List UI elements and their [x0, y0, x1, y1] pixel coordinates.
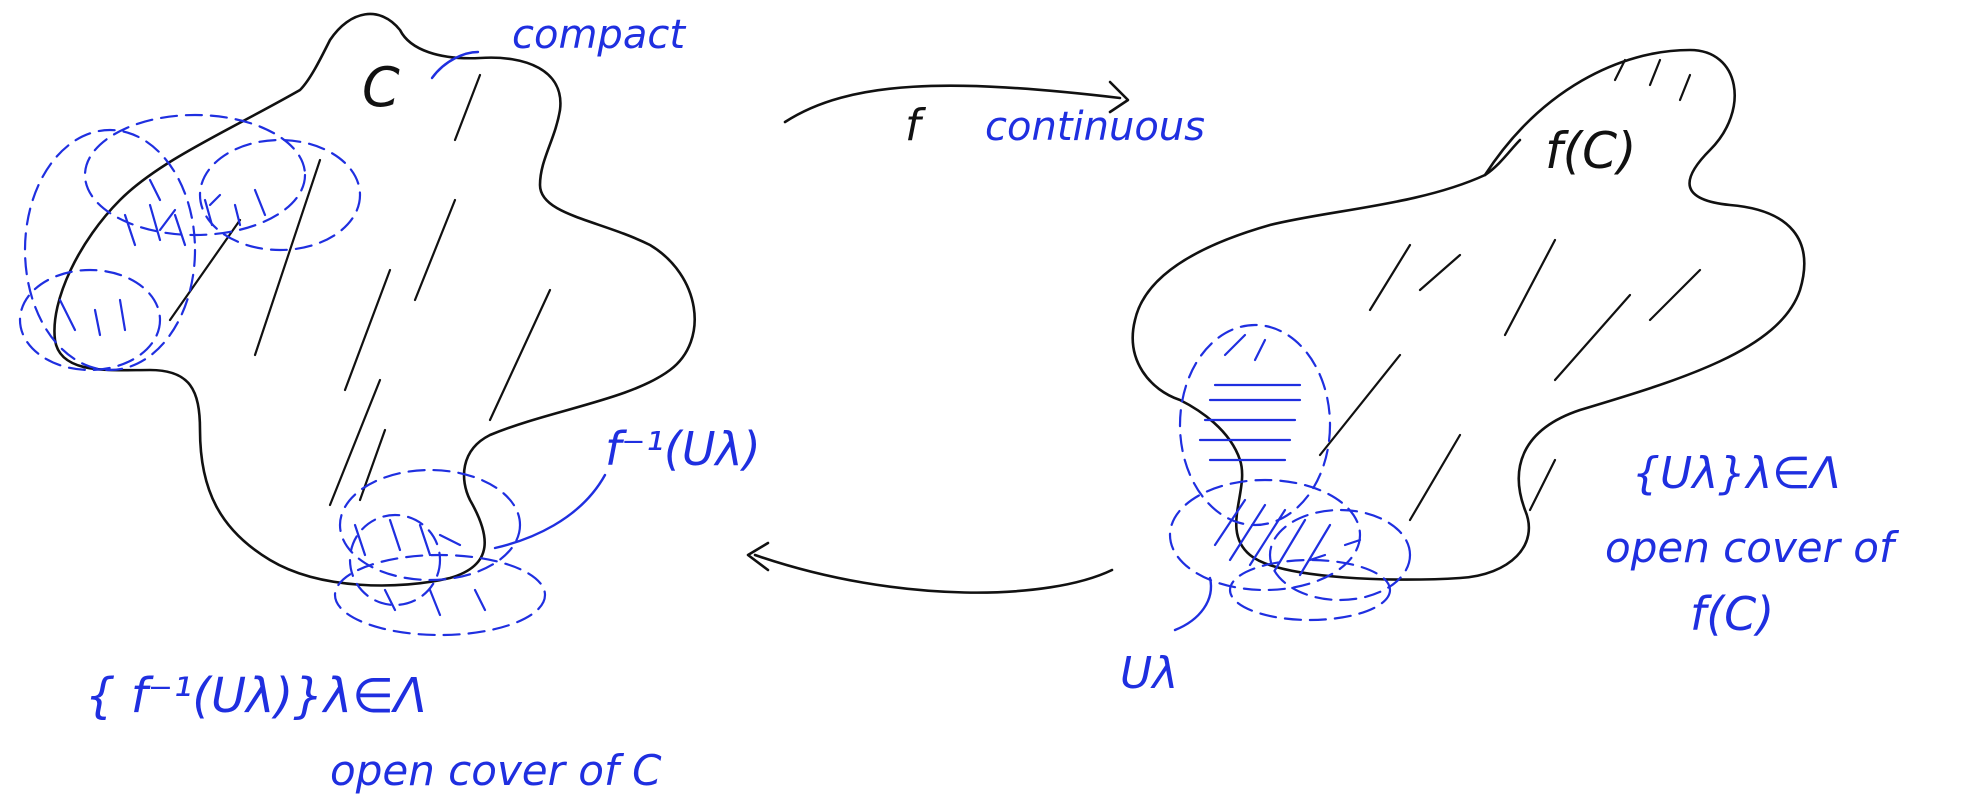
set-c-outline [53, 12, 696, 587]
left-open-sets-lower [333, 468, 547, 637]
cover-fc-line3: f(C) [1690, 587, 1774, 641]
compact-label: compact [512, 12, 686, 58]
right-open-sets [1168, 323, 1412, 622]
fc-label-pointer [1483, 138, 1522, 177]
cover-fc-line1: {Uλ}λ∈Λ [1632, 448, 1841, 499]
set-c-label: C [362, 56, 400, 119]
set-c-region: C compact [18, 12, 696, 637]
left-open-sets-upper [18, 113, 362, 372]
forward-map-arrow [783, 80, 1130, 124]
u-lambda-label: Uλ [1120, 648, 1178, 699]
map-f-label: f [905, 100, 927, 151]
compact-pointer [430, 50, 480, 80]
continuous-label: continuous [985, 104, 1205, 150]
set-fc-hatching [1318, 58, 1702, 522]
preimage-label: f⁻¹(Uλ) [605, 422, 761, 476]
cover-c-line2: open cover of C [330, 746, 662, 795]
preimage-pointer [493, 473, 607, 550]
set-fc-outline [1131, 48, 1806, 581]
set-c-hatching [168, 73, 552, 507]
u-lambda-pointer [1173, 576, 1213, 632]
cover-c-line1: { f⁻¹(Uλ)}λ∈Λ [85, 668, 427, 724]
set-fc-label: f(C) [1545, 122, 1637, 180]
cover-fc-line2: open cover of [1605, 523, 1900, 572]
backward-preimage-arrow [746, 541, 1114, 594]
set-fc-region: f(C) [1131, 48, 1806, 622]
